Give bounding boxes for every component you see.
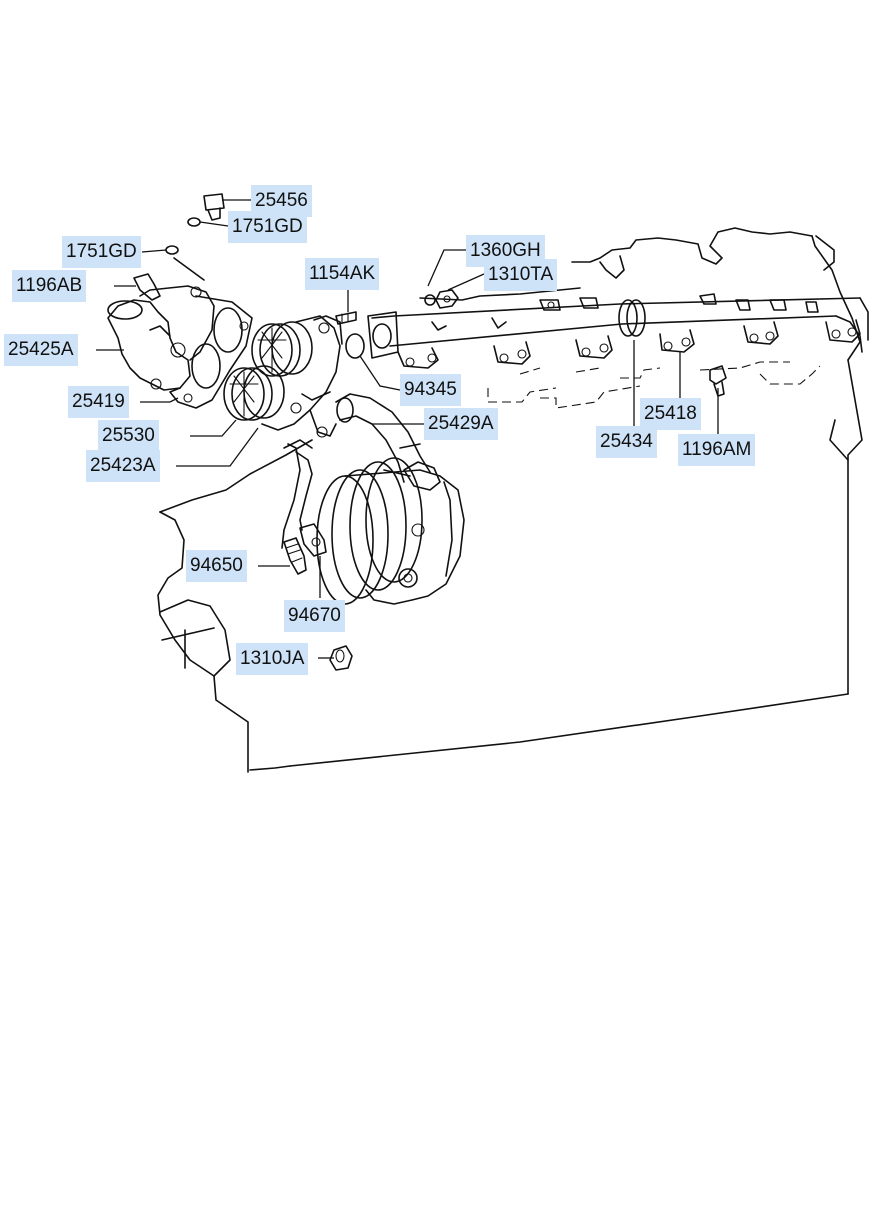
callout-25419[interactable]: 25419 [68, 386, 129, 418]
callout-1751gd-upper[interactable]: 1751GD [228, 211, 307, 243]
callout-1360gh[interactable]: 1360GH [466, 235, 545, 267]
callout-1196am[interactable]: 1196AM [678, 434, 756, 466]
callout-1310ta[interactable]: 1310TA [484, 259, 558, 291]
callout-25423a[interactable]: 25423A [86, 450, 160, 482]
water-pipe [367, 293, 869, 359]
engine-block-outline [157, 227, 863, 773]
callout-94345[interactable]: 94345 [400, 374, 461, 406]
hex-nut [329, 645, 353, 671]
temperature-switch [299, 523, 327, 557]
nut-washer [424, 289, 459, 309]
callout-25425a[interactable]: 25425A [4, 334, 78, 366]
sensor-bracket [281, 439, 313, 549]
callout-94670[interactable]: 94670 [284, 600, 345, 632]
stud [335, 311, 357, 325]
o-ring [345, 333, 365, 359]
callout-1751gd-lower[interactable]: 1751GD [62, 236, 141, 268]
callout-1154ak[interactable]: 1154AK [305, 258, 380, 290]
gasket-plate [169, 295, 253, 409]
callout-25429a[interactable]: 25429A [424, 408, 498, 440]
water-pump [316, 457, 465, 605]
callout-94650[interactable]: 94650 [186, 550, 247, 582]
water-inlet-housing [261, 315, 343, 438]
callout-25434[interactable]: 25434 [596, 426, 657, 458]
callout-1310ja[interactable]: 1310JA [236, 643, 309, 675]
callout-25530[interactable]: 25530 [98, 420, 159, 452]
water-outlet-fitting [107, 285, 215, 391]
callout-25418[interactable]: 25418 [640, 398, 701, 430]
temperature-sensor [283, 537, 307, 575]
pipe-brackets [397, 317, 861, 369]
hidden-lines [487, 361, 821, 409]
housing-bolts [133, 193, 727, 397]
callout-1196ab[interactable]: 1196AB [12, 270, 87, 302]
thermostat-units [223, 321, 313, 421]
bypass-hose [335, 393, 441, 491]
